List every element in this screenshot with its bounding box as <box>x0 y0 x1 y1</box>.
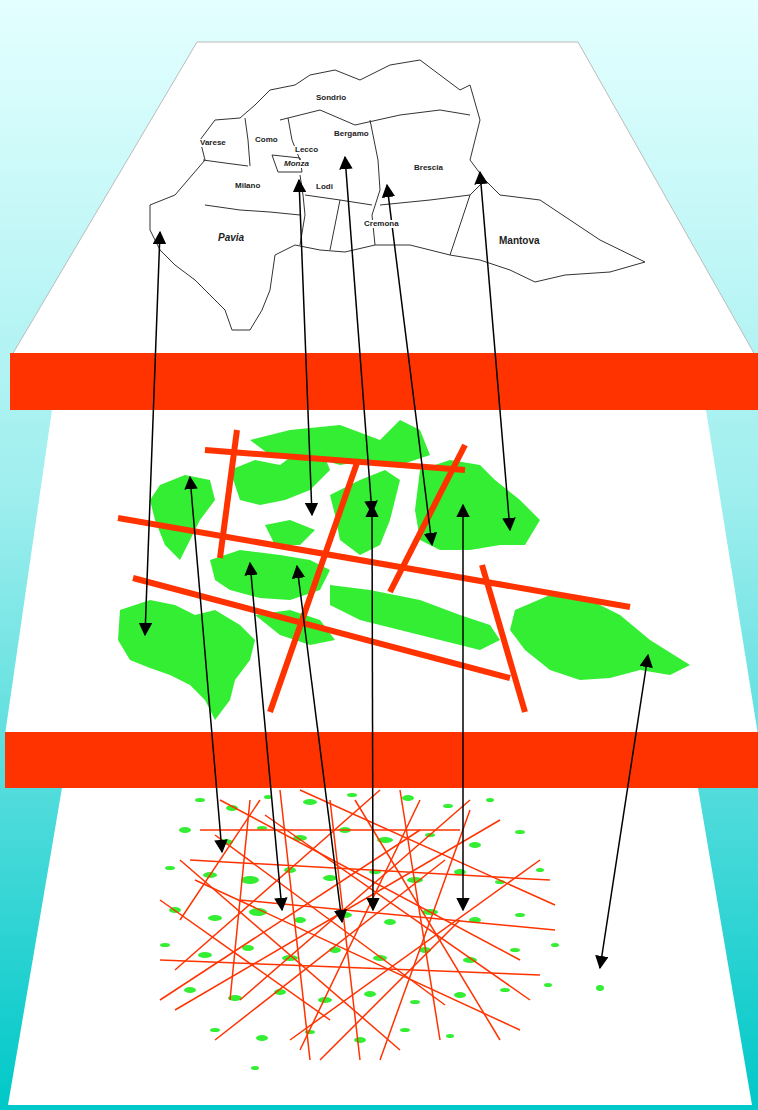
province-label: Milano <box>234 182 261 190</box>
province-label: Sondrio <box>315 94 347 102</box>
correspondence-arrows <box>145 157 648 968</box>
separator-band <box>10 353 758 410</box>
province-label: Como <box>254 136 279 144</box>
red-cut-lines-fine <box>160 790 555 1060</box>
province-label: Monza <box>283 160 310 168</box>
top-plane <box>12 42 755 355</box>
province-label: Lecco <box>294 146 319 154</box>
province-label: Pavia <box>217 233 245 243</box>
separator-band <box>5 732 758 788</box>
bottom-plane <box>8 788 752 1105</box>
province-label: Brescia <box>413 164 444 172</box>
province-label: Lodi <box>315 183 334 191</box>
province-label: Varese <box>199 139 227 147</box>
province-map <box>150 60 645 330</box>
province-label: Cremona <box>363 220 400 228</box>
province-label: Bergamo <box>333 130 370 138</box>
red-cut-lines <box>118 430 630 712</box>
green-regions <box>118 420 690 720</box>
green-fragments <box>160 793 604 1070</box>
middle-plane <box>5 410 758 735</box>
province-label: Mantova <box>498 236 541 246</box>
